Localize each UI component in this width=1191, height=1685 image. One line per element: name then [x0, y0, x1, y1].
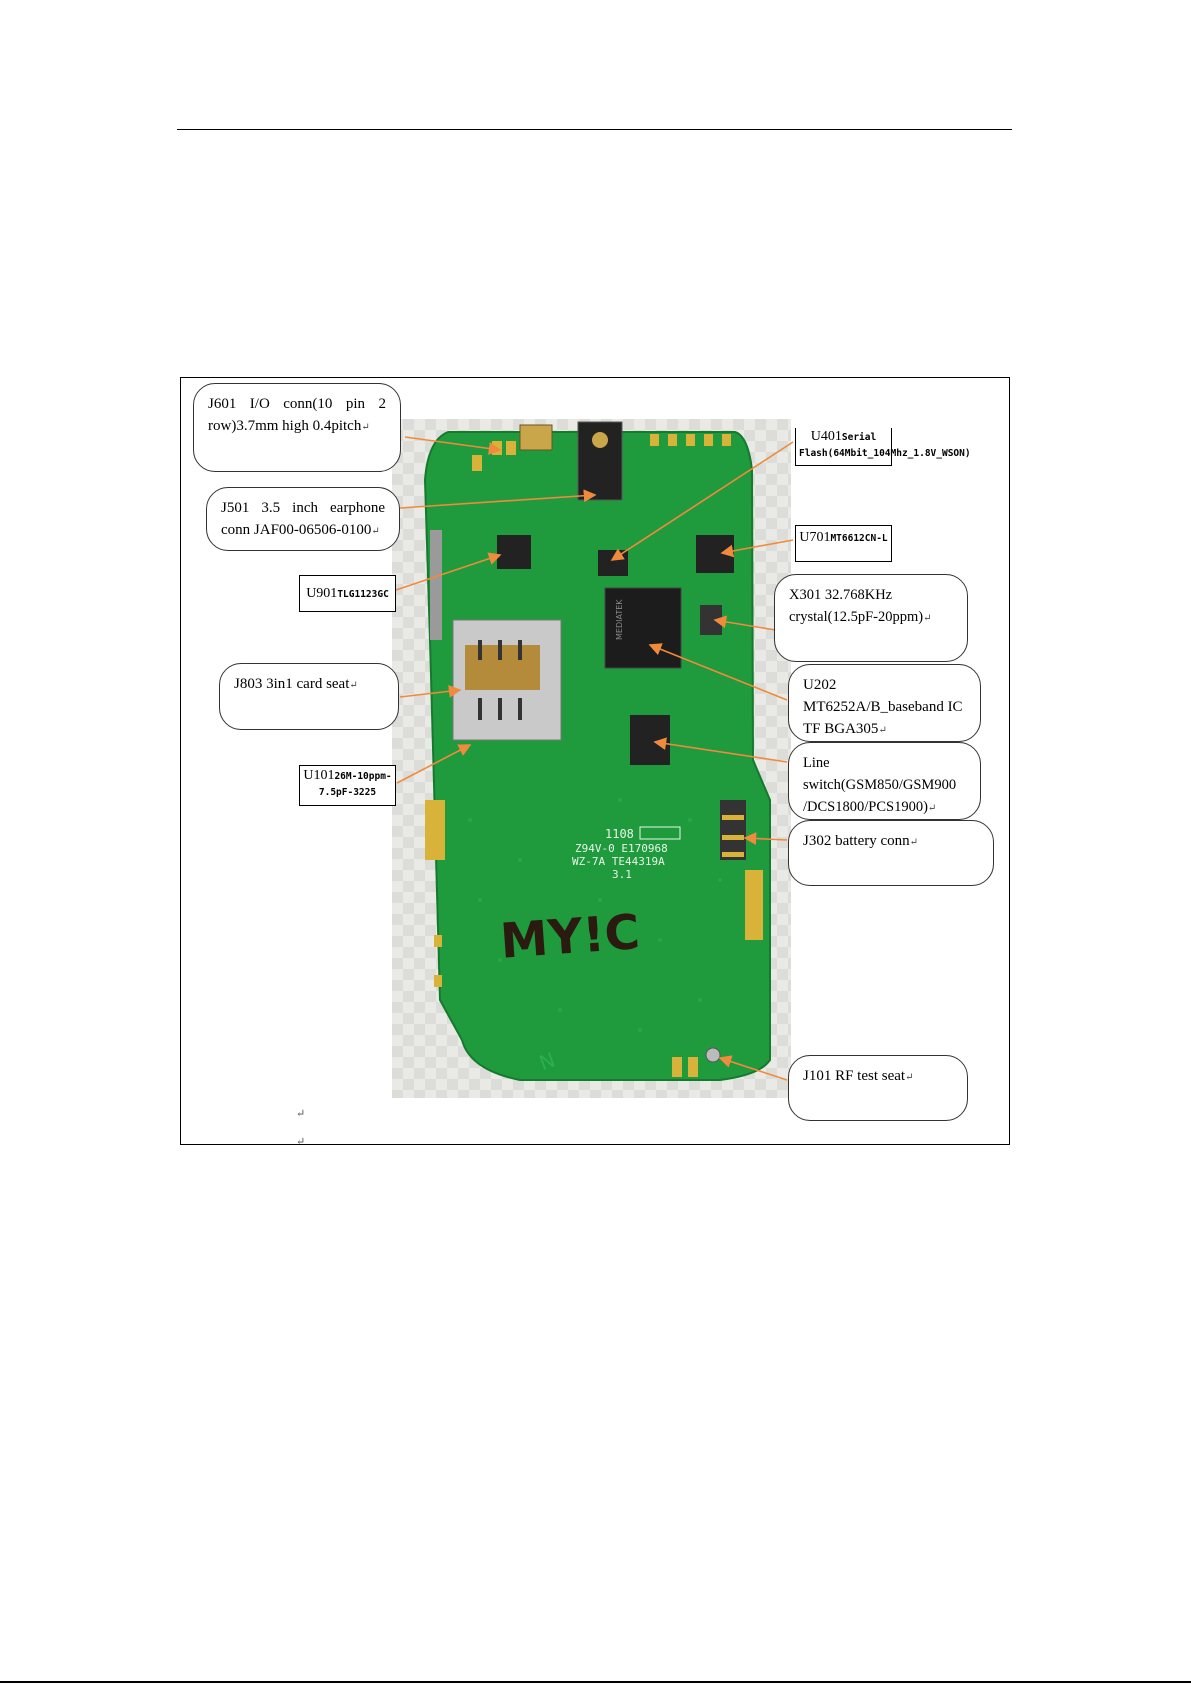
- flash-chip: [598, 550, 628, 576]
- pcb-vias: [468, 798, 722, 1032]
- callout-line-switch: Line switch(GSM850/GSM900 /DCS1800/PCS19…: [788, 742, 981, 820]
- header-rule: [177, 129, 1012, 130]
- card-contacts: [478, 640, 522, 720]
- page-bottom-rule: [0, 1681, 1191, 1683]
- callout-j302: J302 battery conn↵: [788, 820, 994, 886]
- tv-chip: [497, 535, 531, 569]
- leader-lines: [395, 436, 794, 1081]
- pcb-board: [423, 431, 771, 1081]
- callout-j101: J101 RF test seat↵: [788, 1055, 968, 1121]
- callout-j803: J803 3in1 card seat↵: [219, 663, 399, 730]
- paragraph-mark: ↵: [296, 1108, 306, 1120]
- label-u901: U901TLG1123GC: [299, 575, 396, 612]
- board-line3: 3.1: [612, 868, 632, 881]
- board-code: 1108: [605, 827, 634, 841]
- callout-j601: J601 I/O conn(10 pin 2 row)3.7mm high 0.…: [193, 383, 401, 472]
- fpc-connector: [430, 530, 442, 640]
- board-line2: WZ-7A TE44319A: [572, 855, 665, 868]
- label-u701: U701MT6612CN-L: [795, 525, 892, 562]
- battery-connector: [720, 800, 746, 860]
- usb-connector: [519, 424, 553, 451]
- bt-chip: [696, 535, 734, 573]
- paragraph-mark: ↵: [296, 1136, 306, 1148]
- callout-j501: J501 3.5 inch earphone conn JAF00-06506-…: [206, 487, 400, 551]
- gold-pads: [425, 434, 763, 1077]
- switch-chip: [630, 715, 670, 765]
- rf-test-seat: [705, 1047, 721, 1063]
- board-line1: Z94V-0 E170968: [575, 842, 668, 855]
- chip-marking: MEDIATEK: [615, 599, 624, 640]
- baseband-chip: [604, 587, 682, 669]
- callout-u202: U202 MT6252A/B_baseband IC TF BGA305↵: [788, 664, 981, 742]
- label-u401: U401Serial Flash(64Mbit_104Mhz_1.8V_WSON…: [795, 428, 971, 466]
- handwritten-marking: MY!C: [498, 904, 641, 970]
- callout-x301: X301 32.768KHz crystal(12.5pF-20ppm)↵: [774, 574, 968, 662]
- label-u101: U10126M-10ppm-7.5pF-3225: [299, 765, 396, 806]
